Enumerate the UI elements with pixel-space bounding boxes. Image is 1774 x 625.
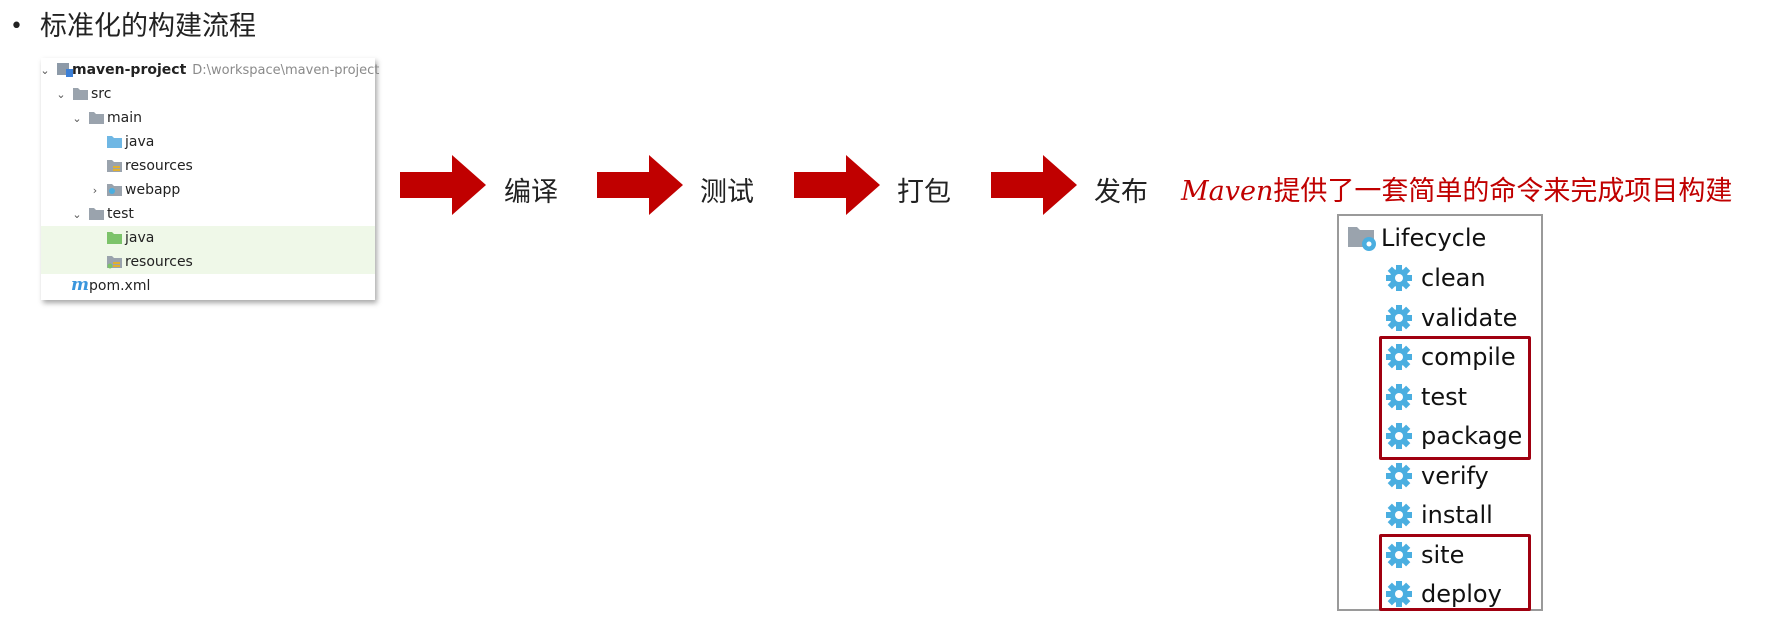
tree-label-resources: resources [125,158,193,174]
test-resources-folder-icon [107,255,122,273]
tree-row-test-resources[interactable]: resources [41,250,375,274]
tree-row-pom[interactable]: m pom.xml [41,274,375,298]
source-folder-icon [107,135,122,152]
chevron-down-icon[interactable]: ⌄ [40,63,50,77]
maven-claim: Maven提供了一套简单的命令来完成项目构建 [1181,169,1732,208]
gear-icon [1386,344,1412,370]
phase-clean[interactable]: clean [1385,260,1486,296]
gear-icon [1386,541,1412,568]
tree-row-webapp[interactable]: › webapp [41,178,375,202]
maven-pom-icon: m [71,275,89,295]
phase-package[interactable]: package [1385,418,1522,454]
gear-icon [1386,462,1412,489]
tree-row-root[interactable]: ⌄ maven-project D:\workspace\maven-projec… [40,58,379,82]
phase-label: package [1421,422,1523,450]
folder-icon [73,87,88,104]
tree-row-resources[interactable]: resources [41,154,375,178]
highlight-box-site-deploy [1379,534,1531,611]
tree-label-main: main [107,110,142,126]
highlight-box-compile-package [1379,336,1531,460]
module-folder-icon [57,62,73,82]
phase-compile[interactable]: compile [1385,339,1516,375]
phase-test[interactable]: test [1385,379,1467,415]
phase-label: compile [1421,343,1516,371]
heading-text: 标准化的构建流程 [40,11,256,42]
phase-label: test [1421,382,1468,411]
bullet-dot: • [10,14,23,39]
tree-label-pom: pom.xml [89,278,151,294]
folder-icon [89,111,104,128]
phase-label: clean [1421,264,1486,292]
gear-icon [1386,383,1412,410]
test-source-folder-icon [107,231,122,248]
red-arrow-icon [794,155,880,215]
step-deploy: 发布 [1094,177,1148,208]
step-compile: 编译 [504,177,558,208]
phase-label: deploy [1421,580,1502,608]
project-tree: ⌄ maven-project D:\workspace\maven-projec… [40,58,379,300]
maven-word: Maven [1181,176,1274,207]
gear-icon [1386,502,1412,528]
red-arrow-icon [991,155,1077,215]
phase-label: verify [1421,461,1489,490]
claim-text: 提供了一套简单的命令来完成项目构建 [1273,176,1733,207]
chevron-down-icon[interactable]: ⌄ [56,87,66,101]
chevron-right-icon[interactable]: › [92,183,98,197]
web-folder-icon [107,183,122,200]
red-arrow-icon [400,155,486,215]
gear-icon [1386,304,1412,331]
folder-icon [89,207,104,224]
chevron-down-icon[interactable]: ⌄ [72,207,82,221]
tree-label-webapp: webapp [125,182,181,198]
heading: • 标准化的构建流程 [10,4,256,43]
chevron-down-icon[interactable]: ⌄ [72,111,82,125]
gear-icon [1386,423,1412,449]
phase-site[interactable]: site [1385,537,1464,573]
phase-install[interactable]: install [1385,497,1493,533]
tree-row-main[interactable]: ⌄ main [41,106,375,130]
tree-row-java[interactable]: java [41,130,375,154]
lifecycle-title: Lifecycle [1381,224,1487,252]
resources-folder-icon [107,159,122,177]
phase-validate[interactable]: validate [1385,300,1517,336]
gear-icon [1386,581,1412,607]
gear-icon [1386,265,1412,291]
lifecycle-title-row[interactable]: Lifecycle [1347,224,1486,252]
step-package: 打包 [897,177,951,208]
phase-deploy[interactable]: deploy [1385,576,1502,612]
tree-row-src[interactable]: ⌄ src [41,82,375,106]
tree-label-src: src [91,86,112,102]
phase-label: validate [1421,303,1518,332]
tree-label-test: test [107,206,134,222]
tree-label-java: java [125,134,155,150]
phase-verify[interactable]: verify [1385,458,1489,494]
step-test: 测试 [700,177,754,208]
root-path: D:\workspace\maven-project [192,63,380,78]
red-arrow-icon [597,155,683,215]
tree-row-test-java[interactable]: java [41,226,375,250]
phase-label: site [1421,540,1465,569]
tree-row-test[interactable]: ⌄ test [41,202,375,226]
lifecycle-folder-icon [1348,227,1376,251]
tree-label-test-java: java [125,230,155,246]
root-name: maven-project [72,62,187,78]
phase-label: install [1421,501,1493,529]
lifecycle-panel: Lifecycle clean validate compile test packag… [1337,214,1543,611]
tree-label-test-resources: resources [125,254,193,270]
